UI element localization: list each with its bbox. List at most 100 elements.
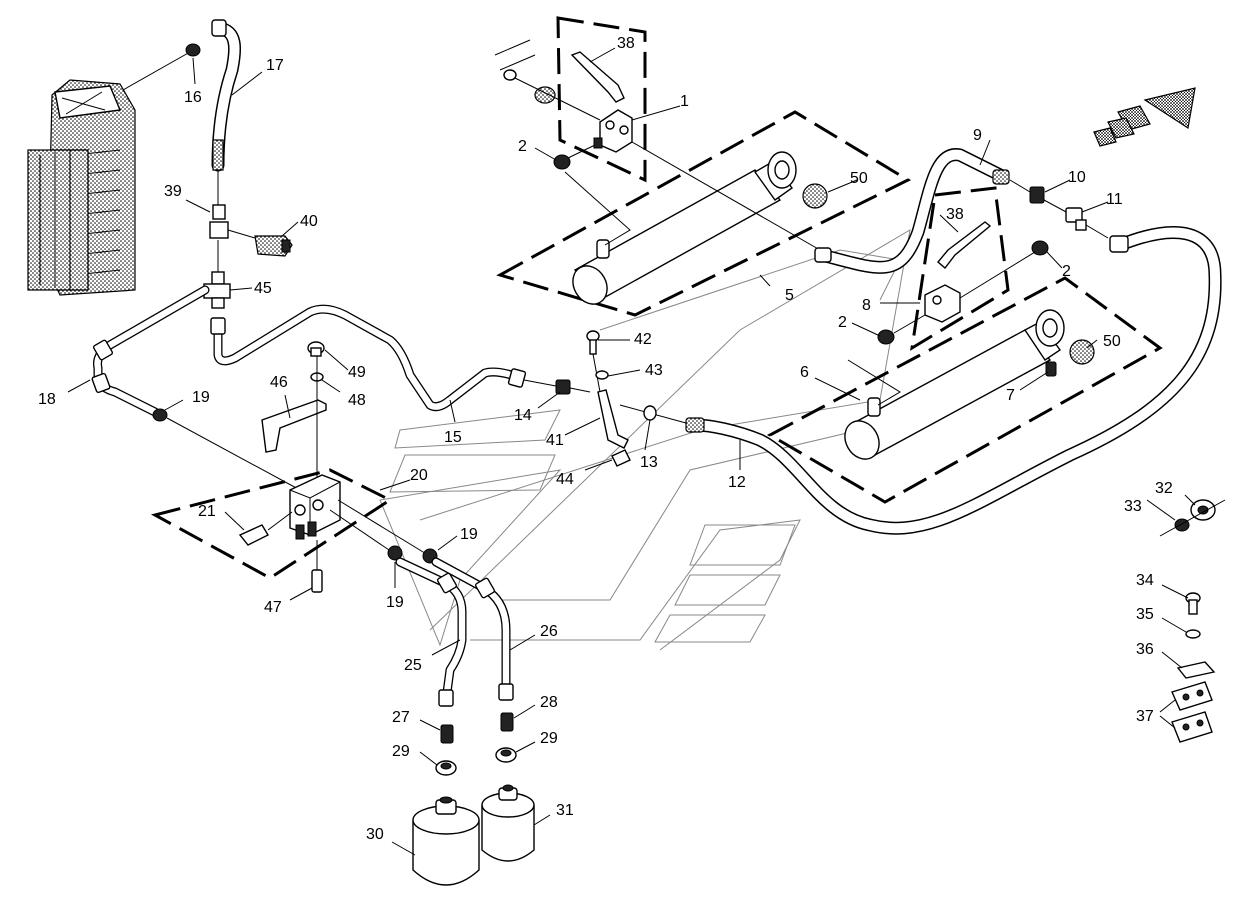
cylinder-6 [844, 309, 1065, 460]
fitting-7 [1045, 361, 1057, 377]
callout-8: 8 [862, 297, 871, 314]
callout-39: 39 [164, 183, 182, 200]
bolt-34 [1185, 592, 1201, 615]
dashed-outline-20 [150, 468, 394, 580]
fitting-19-left [152, 408, 168, 422]
callout-42: 42 [634, 331, 652, 348]
callout-1: 1 [680, 93, 689, 110]
tee-39 [209, 204, 256, 239]
nut-2-lower [877, 329, 895, 345]
callout-44: 44 [556, 471, 574, 488]
fitting-14 [523, 379, 591, 395]
callout-2a: 2 [518, 138, 527, 155]
pipe-26 [431, 557, 514, 701]
tee-11 [1065, 207, 1109, 239]
bolt-42 [586, 330, 600, 355]
bolt-49 [307, 341, 325, 357]
hose-9 [814, 148, 1010, 274]
callout-16: 16 [184, 89, 202, 106]
leader-lines [67, 47, 1196, 856]
callout-38b: 38 [946, 206, 964, 223]
direction-arrow [1093, 87, 1196, 147]
hose-17 [211, 19, 242, 172]
bracket-46 [261, 399, 327, 453]
bolt-47 [311, 540, 323, 593]
callout-26: 26 [540, 623, 558, 640]
accumulator-30 [412, 796, 480, 886]
callout-49: 49 [348, 364, 366, 381]
accumulator-31 [481, 784, 535, 862]
callout-13: 13 [640, 454, 658, 471]
pipe-stub-left [494, 39, 601, 121]
callout-37: 37 [1136, 708, 1154, 725]
bushing-50-top [802, 183, 828, 209]
callout-46: 46 [270, 374, 288, 391]
callout-25: 25 [404, 657, 422, 674]
callout-19c: 19 [386, 594, 404, 611]
fitting-28 [500, 712, 514, 732]
callout-36: 36 [1136, 641, 1154, 658]
washer-13 [643, 405, 657, 421]
washer-43 [595, 370, 609, 380]
tee-45 [203, 271, 231, 309]
nut-2-upper [1031, 240, 1049, 256]
control-valve-bank [27, 79, 136, 296]
callout-31: 31 [556, 802, 574, 819]
callout-2c: 2 [838, 314, 847, 331]
hose-12 [685, 226, 1222, 535]
plate-36 [1176, 661, 1216, 679]
nut-29-right [495, 747, 517, 763]
callout-labels: 1 2 2 2 5 6 7 8 9 10 11 12 13 14 15 16 1… [38, 35, 1173, 843]
callout-47: 47 [264, 599, 282, 616]
callout-11: 11 [1106, 191, 1123, 208]
callout-7: 7 [1006, 387, 1015, 404]
callout-20: 20 [410, 467, 428, 484]
valve-1 [593, 109, 633, 153]
callout-29a: 29 [392, 743, 410, 760]
chassis-outline [379, 229, 911, 651]
washer-35 [1185, 629, 1201, 639]
callout-41: 41 [546, 432, 564, 449]
nut-2-top [553, 154, 571, 170]
callout-48: 48 [348, 392, 366, 409]
clamp-37 [1171, 681, 1213, 743]
callout-19a: 19 [192, 389, 210, 406]
callout-34: 34 [1136, 572, 1154, 589]
pipe-25 [395, 557, 467, 707]
callout-21: 21 [198, 503, 216, 520]
dashed-outline-5 [496, 110, 912, 317]
dashed-outline-6 [766, 276, 1163, 504]
callout-50a: 50 [850, 170, 868, 187]
cylinder-5 [572, 151, 797, 305]
distribution-block [289, 474, 341, 540]
callout-10: 10 [1068, 169, 1086, 186]
lever-38-top [570, 51, 625, 103]
callout-30: 30 [366, 826, 384, 843]
callout-33: 33 [1124, 498, 1142, 515]
dashed-outline-1 [556, 16, 647, 183]
callout-15: 15 [444, 429, 462, 446]
fitting-21 [238, 511, 293, 546]
fitting-19-center [387, 545, 403, 561]
callout-17: 17 [266, 57, 284, 74]
callout-45: 45 [254, 280, 272, 297]
callout-18: 18 [38, 391, 56, 408]
callout-2b: 2 [1062, 263, 1071, 280]
callout-28: 28 [540, 694, 558, 711]
fitting-27 [440, 724, 454, 744]
callout-38a: 38 [617, 35, 635, 52]
callout-14: 14 [514, 407, 532, 424]
fitting-16 [185, 43, 201, 57]
callout-19b: 19 [460, 526, 478, 543]
callout-6: 6 [800, 364, 809, 381]
callout-32: 32 [1155, 480, 1173, 497]
callout-5: 5 [785, 287, 794, 304]
callout-40: 40 [300, 213, 318, 230]
callout-9: 9 [973, 127, 982, 144]
clamp-44 [611, 449, 631, 467]
callout-35: 35 [1136, 606, 1154, 623]
pipe-15 [210, 304, 527, 412]
pressure-switch-40 [254, 235, 293, 257]
